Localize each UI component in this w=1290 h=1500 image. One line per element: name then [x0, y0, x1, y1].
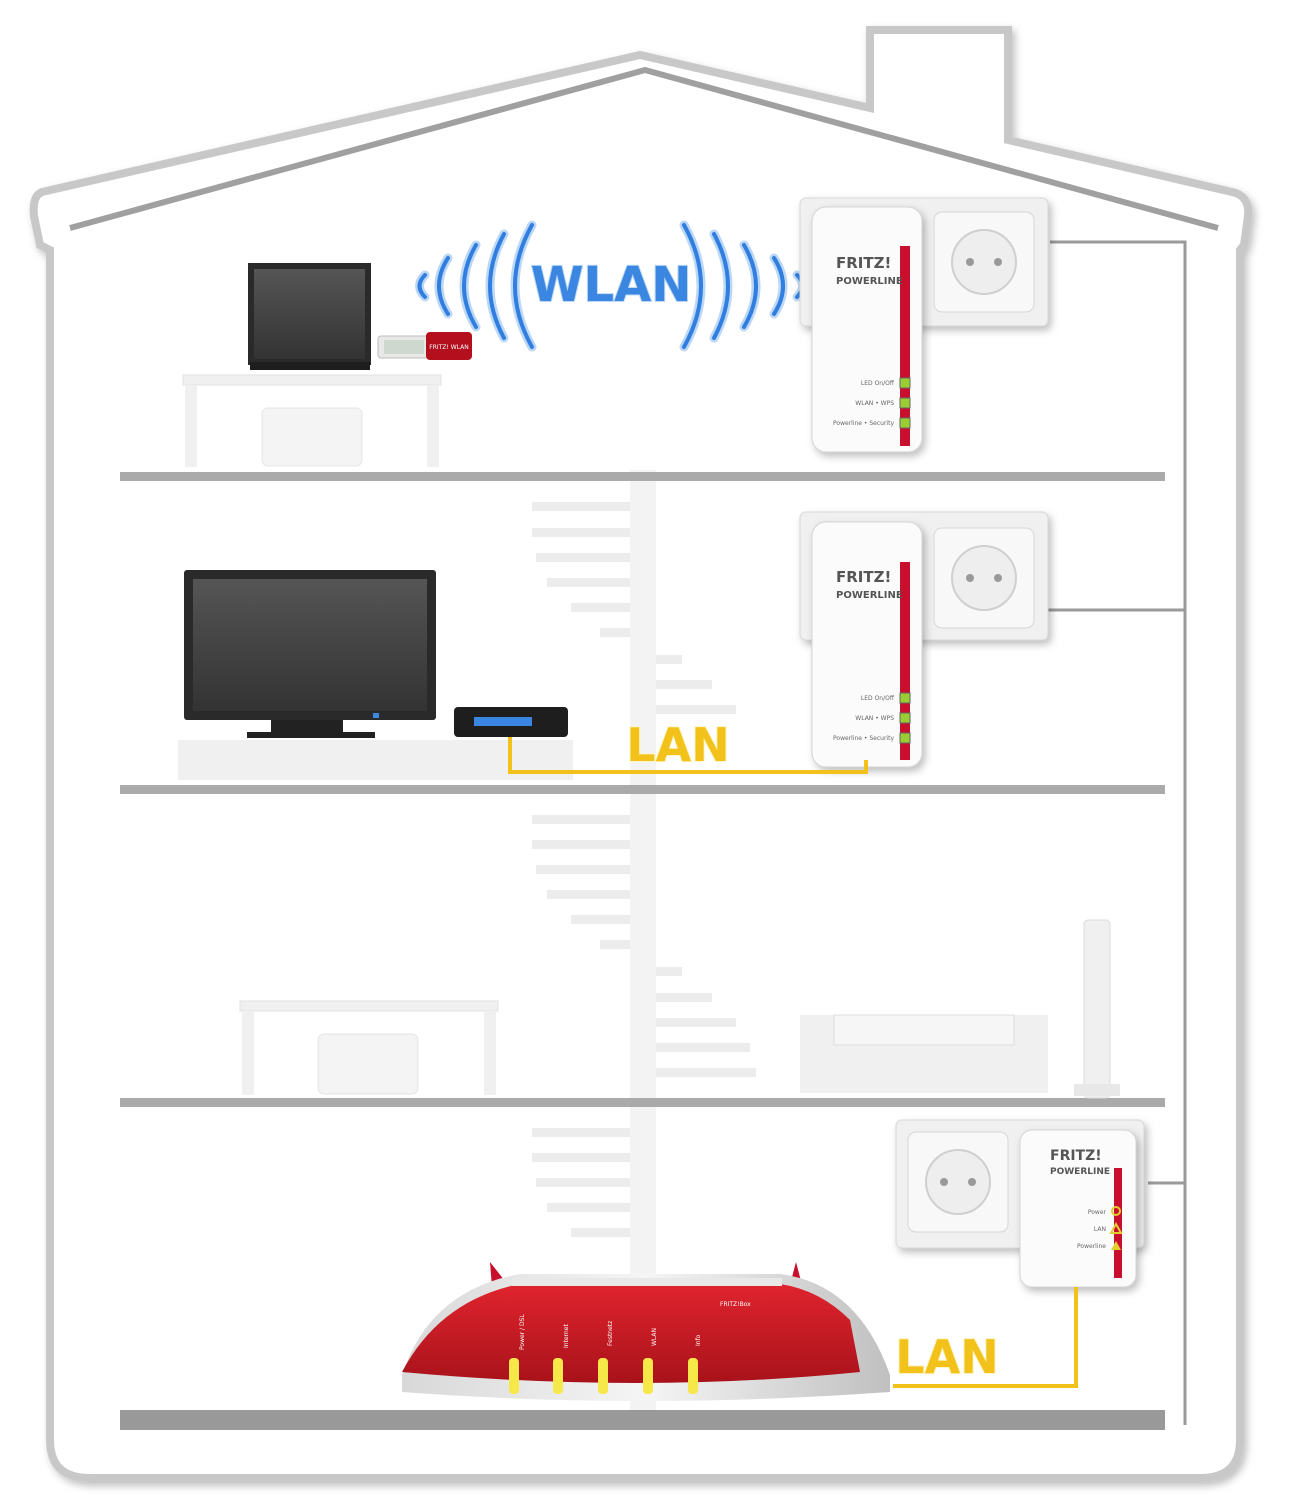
- router-led-1: Power / DSL: [519, 1314, 526, 1350]
- sofa: [800, 1014, 1048, 1093]
- adapter-2-led-3: Powerline • Security: [833, 735, 894, 742]
- adapter-2-brand-top: FRITZ!: [836, 568, 891, 586]
- adapter-3-brand-top: FRITZ!: [1050, 1148, 1102, 1164]
- floor-1: [120, 1098, 1165, 1107]
- wlan-label: WLAN: [531, 257, 692, 313]
- roof-line: [69, 66, 1219, 231]
- adapter-1-brand-top: FRITZ!: [836, 254, 891, 272]
- adapter-1-brand-bottom: POWERLINE: [836, 276, 903, 287]
- lan-label-middle: LAN: [626, 718, 729, 772]
- lan-label-ground: LAN: [895, 1330, 998, 1384]
- adapter-2-led-2: WLAN • WPS: [855, 715, 894, 722]
- floor-2: [120, 785, 1165, 794]
- adapter-3-led-3: Powerline: [1077, 1243, 1106, 1250]
- router-led-5: Info: [695, 1334, 702, 1346]
- stick-label: FRITZ! WLAN: [429, 344, 468, 351]
- adapter-2-led-1: LED On/Off: [861, 695, 895, 702]
- ground-floor: [120, 1410, 1165, 1430]
- table-first-floor: [239, 1000, 499, 1095]
- router-led-2: Internet: [563, 1324, 570, 1348]
- computer-monitor: [248, 263, 371, 370]
- adapter-3-brand-bottom: POWERLINE: [1050, 1167, 1110, 1177]
- television: [184, 570, 436, 738]
- floor-lamp: [1074, 919, 1120, 1099]
- lan-cable-middle: [508, 737, 868, 774]
- powerline-adapter-top: FRITZ! POWERLINE LED On/Off WLAN • WPS P…: [811, 206, 923, 453]
- set-top-box: [454, 707, 568, 737]
- lan-cable-ground: [893, 1287, 1078, 1388]
- wlan-signal-waves: [415, 220, 807, 352]
- adapter-1-led-2: WLAN • WPS: [855, 400, 894, 407]
- tv-sideboard: [178, 740, 573, 780]
- powerline-wiring: [1040, 240, 1187, 1425]
- adapter-1-led-1: LED On/Off: [861, 380, 895, 387]
- staircase: [532, 470, 756, 1430]
- adapter-2-brand-bottom: POWERLINE: [836, 590, 903, 601]
- adapter-3-led-1: Power: [1088, 1209, 1107, 1216]
- router-brand: FRITZ!Box: [720, 1301, 751, 1308]
- desk-top-floor: [182, 374, 442, 467]
- adapter-1-led-3: Powerline • Security: [833, 420, 894, 427]
- fritzbox-router: FRITZ!Box Power / DSL Internet Festnetz …: [402, 1262, 890, 1401]
- powerline-adapter-ground: FRITZ! POWERLINE Power LAN Powerline: [1019, 1129, 1137, 1288]
- router-led-3: Festnetz: [607, 1321, 614, 1346]
- wlan-usb-stick: FRITZ! WLAN: [377, 332, 472, 360]
- adapter-3-led-2: LAN: [1094, 1226, 1106, 1233]
- router-leds: Power / DSL Internet Festnetz WLAN Info: [509, 1314, 702, 1394]
- powerline-adapter-middle: FRITZ! POWERLINE LED On/Off WLAN • WPS P…: [811, 521, 923, 768]
- floors: [120, 472, 1165, 1430]
- floor-3: [120, 472, 1165, 481]
- router-led-4: WLAN: [651, 1328, 658, 1346]
